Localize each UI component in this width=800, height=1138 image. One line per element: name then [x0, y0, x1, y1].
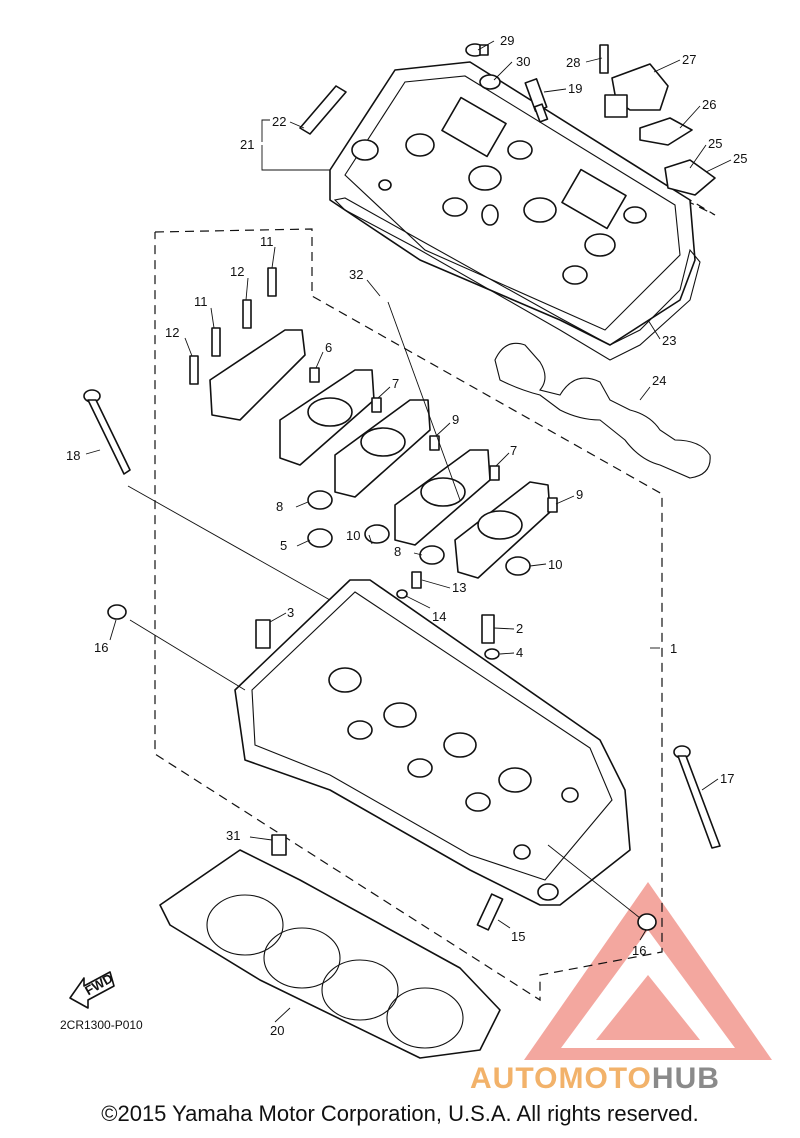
long-bolt-17	[673, 745, 721, 849]
callout-29: 29	[500, 33, 514, 48]
callout-4: 4	[516, 645, 523, 660]
watermark-logo-triangle	[524, 882, 772, 1060]
callout-8-a: 8	[276, 499, 283, 514]
callout-25-b: 25	[733, 151, 747, 166]
breather-pipe	[299, 85, 347, 135]
callout-9-b: 9	[576, 487, 583, 502]
callout-31: 31	[226, 828, 240, 843]
callout-8-b: 8	[394, 544, 401, 559]
watermark-text-part1: AUTOMOTO	[470, 1062, 652, 1095]
cap-bolts	[189, 267, 277, 385]
callout-18: 18	[66, 448, 80, 463]
callout-28: 28	[566, 55, 580, 70]
figure-code: 2CR1300-P010	[60, 1018, 143, 1032]
ignition-coil	[599, 44, 669, 118]
o-rings	[307, 490, 531, 576]
callout-7-b: 7	[510, 443, 517, 458]
watermark-text-part2: HUB	[651, 1062, 720, 1095]
callout-23: 23	[662, 333, 676, 348]
fwd-arrow-icon: FWD	[69, 970, 115, 1009]
callout-10-b: 10	[548, 557, 562, 572]
callout-13: 13	[452, 580, 466, 595]
callout-16-b: 16	[632, 943, 646, 958]
callout-1: 1	[670, 641, 677, 656]
washer-14	[396, 589, 408, 599]
camshaft-caps	[209, 329, 551, 579]
callout-11-b: 11	[194, 294, 208, 309]
callout-25-a: 25	[708, 136, 722, 151]
spark-plug	[524, 78, 549, 123]
cover-gasket	[333, 197, 701, 361]
dowel-pins	[309, 367, 558, 513]
plug-5	[307, 528, 333, 548]
washer-4	[484, 648, 500, 660]
long-bolt-18	[83, 389, 131, 475]
guide-25	[664, 159, 716, 196]
dowel-3	[255, 619, 271, 649]
callout-14: 14	[432, 609, 446, 624]
cylinder-head	[234, 579, 631, 906]
callout-15: 15	[511, 929, 525, 944]
copyright-notice: ©2015 Yamaha Motor Corporation, U.S.A. A…	[101, 1101, 699, 1126]
bolt-29	[465, 43, 489, 57]
callout-30: 30	[516, 54, 530, 69]
callout-21: 21	[240, 137, 254, 152]
callout-26: 26	[702, 97, 716, 112]
callout-16-a: 16	[94, 640, 108, 655]
callout-labels: 29 30 19 28 27 26 25 25 22 21 23 24 32 1…	[66, 33, 747, 1038]
plug-16-b	[637, 913, 657, 931]
valve-cover	[329, 61, 696, 346]
callout-32: 32	[349, 267, 363, 282]
callout-6: 6	[325, 340, 332, 355]
plug-16	[107, 604, 127, 620]
cover-plate	[639, 117, 693, 146]
bolt-13	[411, 571, 422, 589]
callout-10-a: 10	[346, 528, 360, 543]
callout-5: 5	[280, 538, 287, 553]
cover-boundary-dashed	[564, 139, 716, 216]
callout-9-a: 9	[452, 412, 459, 427]
callout-11-a: 11	[260, 234, 274, 249]
callout-27: 27	[682, 52, 696, 67]
dowel-2	[481, 614, 495, 644]
callout-7-a: 7	[392, 376, 399, 391]
callout-22: 22	[272, 114, 286, 129]
callout-12-b: 12	[165, 325, 179, 340]
callout-12-a: 12	[230, 264, 244, 279]
head-gasket	[159, 849, 501, 1059]
plug-hole-gasket	[494, 342, 711, 479]
stud-15	[476, 893, 504, 931]
callout-17: 17	[720, 771, 734, 786]
callout-3: 3	[287, 605, 294, 620]
leader-lines	[85, 40, 732, 1023]
callout-24: 24	[652, 373, 666, 388]
callout-19: 19	[568, 81, 582, 96]
dowel-31	[271, 834, 287, 856]
callout-2: 2	[516, 621, 523, 636]
watermark-text: AUTOMOTOHUB	[470, 1062, 720, 1096]
callout-20: 20	[270, 1023, 284, 1038]
